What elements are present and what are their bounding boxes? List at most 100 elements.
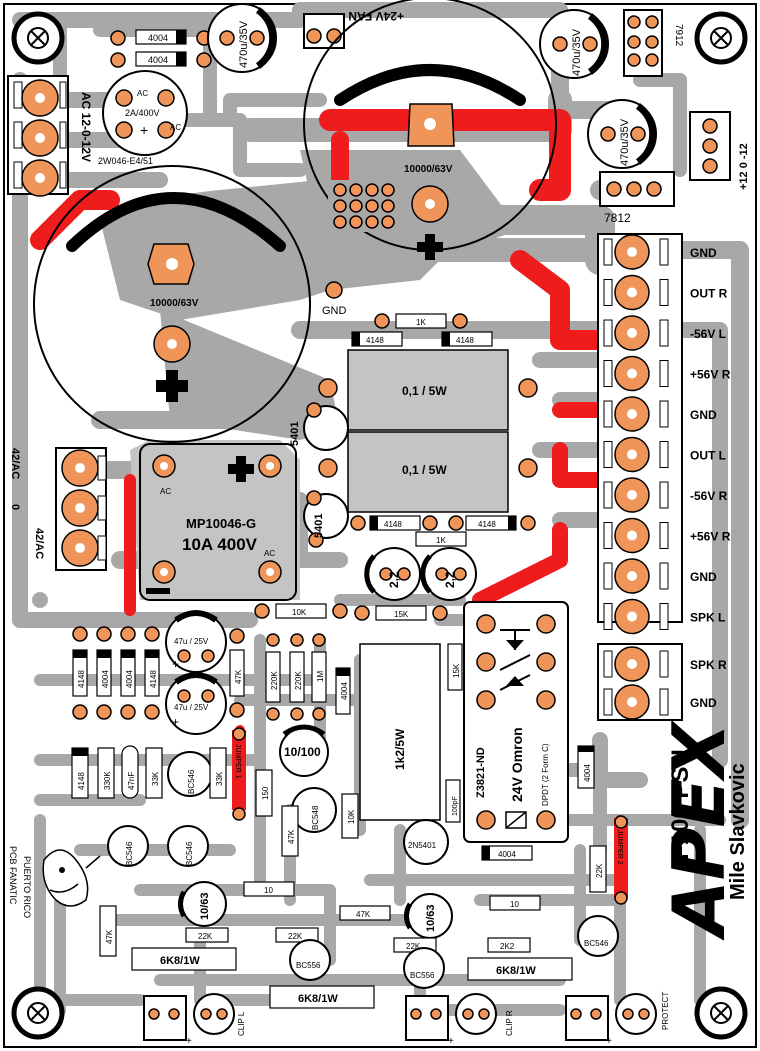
svg-text:+: + — [172, 657, 179, 671]
svg-text:470u/35V: 470u/35V — [238, 20, 250, 68]
credit-line-1: PUERTO RICO — [22, 856, 32, 918]
cap-10-63-a: 10/63 — [178, 881, 227, 927]
svg-text:4148: 4148 — [366, 336, 384, 345]
svg-text:5401: 5401 — [313, 514, 325, 538]
resistor-1m: 1M — [311, 651, 327, 703]
svg-text:JUMPER 1: JUMPER 1 — [234, 744, 241, 779]
diode-4004-mid: 4004 — [335, 667, 351, 715]
svg-text:AC: AC — [137, 89, 148, 98]
svg-text:47K: 47K — [234, 669, 243, 684]
resistor-15k-v: 15K — [447, 643, 463, 691]
cap-470u-a: 470u/35V — [207, 3, 277, 73]
cap-10-100: 10/100 — [279, 724, 329, 777]
svg-text:10000/63V: 10000/63V — [150, 298, 199, 309]
svg-text:4004: 4004 — [125, 670, 134, 688]
svg-text:10A 400V: 10A 400V — [182, 535, 258, 554]
terminal-spk-l: SPK L — [603, 598, 725, 635]
cap-10000-right: 10000/63V — [303, 0, 557, 260]
svg-text:22K: 22K — [288, 932, 303, 941]
diode-4004-right: 4004 — [577, 745, 595, 789]
fan-label: +24V FAN — [348, 9, 404, 23]
svg-text:4148: 4148 — [478, 520, 496, 529]
svg-text:10K: 10K — [292, 608, 307, 617]
led-clip-l: + — [143, 993, 235, 1047]
svg-text:2N5401: 2N5401 — [408, 841, 437, 850]
svg-text:BC548: BC548 — [311, 805, 320, 830]
terminal-label: OUT R — [690, 287, 728, 301]
svg-text:4148: 4148 — [77, 670, 86, 688]
svg-text:BC556: BC556 — [410, 971, 435, 980]
svg-text:7912: 7912 — [673, 24, 684, 47]
resistor-10k-a: 10K — [275, 603, 327, 619]
terminal--56v-r: +56V R — [603, 355, 731, 392]
terminal--56v-r: -56V R — [603, 477, 728, 513]
terminal-gnd: GND — [603, 234, 717, 270]
transistor-bc546-b: BC546 — [107, 825, 149, 867]
svg-text:150: 150 — [261, 786, 270, 800]
terminal-label: +56V R — [690, 530, 731, 544]
diode-4004-bottom: 4004 — [481, 845, 533, 861]
transistor-bc546-c: BC546 — [167, 825, 209, 867]
rail-label: +12 0 -12 — [738, 143, 750, 190]
resistor-330k: 330K — [97, 747, 115, 799]
mounting-holes — [11, 11, 748, 1040]
svg-text:10/63: 10/63 — [199, 892, 211, 920]
transistor-bc556-b: BC556 — [403, 947, 445, 989]
terminal-gnd: GND — [603, 396, 717, 432]
resistor-15k: 15K — [375, 605, 427, 621]
svg-text:4004: 4004 — [340, 682, 349, 700]
svg-text:BC546: BC546 — [584, 939, 609, 948]
cap-47u-a: 47u / 25V + — [165, 610, 227, 673]
cap-2-2-b: 2,2 — [420, 547, 477, 601]
transistor-bc548: BC548 — [291, 787, 337, 833]
transistor-bc556-a: BC556 — [289, 939, 331, 981]
diode-4004-top-a: 4004 — [135, 29, 187, 45]
svg-text:6K8/1W: 6K8/1W — [160, 955, 200, 967]
regulator-7912: 7912 — [623, 9, 684, 77]
board-title: F100 PSU — [667, 749, 694, 860]
svg-text:47u / 25V: 47u / 25V — [174, 637, 209, 646]
resistor-1k-mid: 1K — [415, 531, 467, 547]
svg-text:4004: 4004 — [498, 850, 516, 859]
svg-text:2,2: 2,2 — [387, 571, 401, 588]
resistor-1k-top: 1K — [395, 313, 447, 329]
resistor-33k-a: 33K — [145, 747, 163, 799]
resistor-220k-a: 220K — [265, 651, 281, 703]
credit-line-2: PCB FANATIC — [8, 846, 18, 905]
svg-text:BC546: BC546 — [125, 841, 134, 866]
svg-text:47K: 47K — [105, 929, 114, 944]
svg-text:4148: 4148 — [384, 520, 402, 529]
mounting-hole-tr — [694, 11, 748, 65]
svg-text:+: + — [140, 122, 148, 138]
terminal--56v-r: +56V R — [603, 517, 731, 554]
svg-text:10: 10 — [510, 900, 519, 909]
svg-text:0,1 / 5W: 0,1 / 5W — [402, 384, 447, 398]
resistor-6k8-a: 6K8/1W — [131, 947, 237, 971]
regulator-7812-label: 7812 — [604, 211, 631, 225]
svg-text:220K: 220K — [270, 671, 279, 690]
small-bridge-label: 2W046-E4/51 — [98, 156, 153, 166]
mounting-hole-br — [694, 986, 748, 1040]
svg-text:100pF: 100pF — [452, 796, 459, 816]
jumper-1: JUMPER 1 — [232, 727, 246, 821]
terminal-out-l: OUT L — [603, 436, 726, 473]
svg-text:1K: 1K — [436, 536, 446, 545]
svg-text:22K: 22K — [198, 932, 213, 941]
mounting-hole-bl — [11, 986, 65, 1040]
svg-text:2K2: 2K2 — [500, 942, 515, 951]
relay: Z3821-ND 24V Omron DPDT (2 Form C) — [463, 601, 569, 843]
rail-connector — [689, 111, 731, 181]
svg-text:1k2/5W: 1k2/5W — [393, 728, 407, 770]
mounting-hole-tl — [11, 11, 65, 65]
fan-connector — [303, 13, 345, 49]
svg-text:4004: 4004 — [148, 55, 168, 65]
svg-text:Z3821-ND: Z3821-ND — [475, 747, 487, 798]
transistor-bc546-a: BC546 — [167, 751, 213, 797]
svg-text:15K: 15K — [452, 663, 461, 678]
terminal-spk-r: SPK R — [603, 646, 727, 682]
svg-text:33K: 33K — [215, 771, 224, 786]
svg-text:AC: AC — [160, 487, 171, 496]
diode-4148-b: 4148 — [441, 331, 493, 347]
